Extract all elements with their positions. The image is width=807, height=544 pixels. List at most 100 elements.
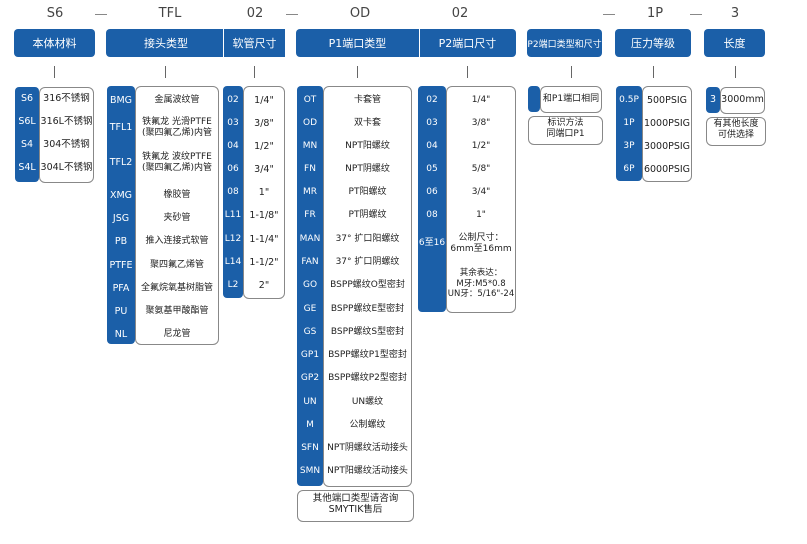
p1-code: UN xyxy=(303,397,317,407)
hose-code: L14 xyxy=(224,257,242,267)
hose-code: 08 xyxy=(227,187,239,197)
hose-code-column xyxy=(223,86,243,298)
material-desc: 316L不锈钢 xyxy=(40,116,93,127)
p1-desc: NPT阴螺纹 xyxy=(345,164,390,174)
header-length: 长度 xyxy=(704,29,765,57)
p2type-desc: 和P1端口相同 xyxy=(542,94,600,104)
connector-desc: 橡胶管 xyxy=(163,190,191,200)
hose-code: 02 xyxy=(227,95,239,105)
connector-code: BMG xyxy=(109,95,133,106)
length-desc-box xyxy=(720,87,765,114)
connector-line xyxy=(254,66,255,78)
p1-desc: BSPP螺纹E型密封 xyxy=(330,304,405,314)
p2type-code-column xyxy=(528,86,540,112)
p1-code-column xyxy=(297,86,323,486)
p2-code: 05 xyxy=(426,164,438,174)
hose-desc: 1-1/4" xyxy=(249,234,279,245)
length-desc: 3000mm xyxy=(721,94,764,105)
hose-desc: 3/4" xyxy=(254,164,274,175)
dash xyxy=(690,14,702,15)
pressure-code: 3P xyxy=(623,141,635,151)
connector-desc: 聚四氟乙烯管 xyxy=(149,260,204,270)
p2-desc: 3/4" xyxy=(471,187,491,197)
p2-extra-note: 其余表达： M牙:M5*0.8 UN牙：5/16"-24 xyxy=(447,268,515,299)
p2-code: 04 xyxy=(426,141,438,151)
length-note: 有其他长度 可供选择 xyxy=(713,119,759,140)
material-code: S6L xyxy=(18,116,36,127)
pressure-desc: 500PSIG xyxy=(646,95,688,106)
hose-code: L2 xyxy=(227,280,239,290)
p2-code: 03 xyxy=(426,118,438,128)
header-hose: 软管尺寸 xyxy=(224,29,285,57)
hose-code: 03 xyxy=(227,118,239,128)
p1-desc-box xyxy=(323,86,412,487)
pressure-code: 6P xyxy=(623,164,635,174)
p1-code: SMN xyxy=(299,466,321,476)
p1-desc: BSPP螺纹P2型密封 xyxy=(328,373,407,383)
code-p1: OD xyxy=(349,6,371,21)
connector-desc: 铁氟龙 波纹PTFE (聚四氟乙烯)内管 xyxy=(141,152,213,173)
connector-line xyxy=(571,66,572,78)
connector-code: PU xyxy=(114,306,128,317)
connector-code: PB xyxy=(114,236,128,247)
connector-line xyxy=(165,66,166,78)
header-p2type: P2端口类型和尺寸 xyxy=(527,29,602,57)
material-desc-box xyxy=(39,87,94,183)
length-code: 3 xyxy=(709,94,717,105)
p1-desc: UN螺纹 xyxy=(351,397,384,407)
p1-desc: BSPP螺纹P1型密封 xyxy=(328,350,407,360)
connector-desc: 夹砂管 xyxy=(163,213,191,223)
p1-code: MAN xyxy=(299,234,321,244)
connector-desc: 聚氨基甲酸酯管 xyxy=(145,306,209,316)
p2-code: 06 xyxy=(426,187,438,197)
p1-code: M xyxy=(306,420,314,430)
hose-desc: 1/2" xyxy=(254,141,274,152)
code-material: S6 xyxy=(46,6,64,21)
connector-desc: 全氟烷氧基树脂管 xyxy=(140,283,213,293)
connector-code: NL xyxy=(114,329,128,340)
p1-desc: PT阴螺纹 xyxy=(348,210,387,220)
material-code: S6 xyxy=(20,93,34,104)
material-code-column xyxy=(15,87,39,182)
hose-desc: 1-1/8" xyxy=(249,210,279,221)
header-divider xyxy=(223,29,224,57)
hose-code: L12 xyxy=(224,234,242,244)
p1-desc: 公制螺纹 xyxy=(349,420,386,430)
code-pressure: 1P xyxy=(646,6,664,21)
pressure-desc-box xyxy=(642,86,692,182)
p1-desc: BSPP螺纹S型密封 xyxy=(330,327,405,337)
pressure-code-column xyxy=(616,86,642,181)
material-desc: 304不锈钢 xyxy=(43,139,90,150)
code-connector: TFL xyxy=(158,6,182,21)
p2-desc: 1/4" xyxy=(471,95,491,105)
p2-desc: 1/2" xyxy=(471,141,491,151)
material-code: S4 xyxy=(20,139,34,150)
pressure-desc: 3000PSIG xyxy=(643,141,691,152)
code-hose: 02 xyxy=(246,6,264,21)
p2-desc: 5/8" xyxy=(471,164,491,174)
p1-code: OD xyxy=(302,118,317,128)
p1-desc: NPT阳螺纹 xyxy=(345,141,390,151)
p2-code: 6至16 xyxy=(418,238,446,248)
p2-desc-box xyxy=(446,86,516,313)
p1-desc: PT阳螺纹 xyxy=(348,187,387,197)
p1-code: FN xyxy=(304,164,316,174)
hose-desc: 3/8" xyxy=(254,118,274,129)
p1-code: FR xyxy=(304,210,316,220)
connector-desc-box xyxy=(135,86,219,345)
header-pressure: 压力等级 xyxy=(615,29,691,57)
connector-code: TFL2 xyxy=(109,157,133,168)
p1-note-box xyxy=(297,490,414,522)
p1-desc: 37° 扩口阳螺纹 xyxy=(335,234,400,244)
pressure-code: 0.5P xyxy=(619,95,639,105)
p2type-note-box xyxy=(528,116,603,145)
hose-code: 06 xyxy=(227,164,239,174)
connector-line xyxy=(54,66,55,78)
p1-code: OT xyxy=(303,95,317,105)
p2-code: 02 xyxy=(426,95,438,105)
dash xyxy=(603,14,615,15)
hose-code: 04 xyxy=(227,141,239,151)
header-p1: P1端口类型 xyxy=(296,29,419,57)
connector-code: PTFE xyxy=(109,260,133,271)
connector-desc: 铁氟龙 光滑PTFE (聚四氟乙烯)内管 xyxy=(141,117,213,138)
